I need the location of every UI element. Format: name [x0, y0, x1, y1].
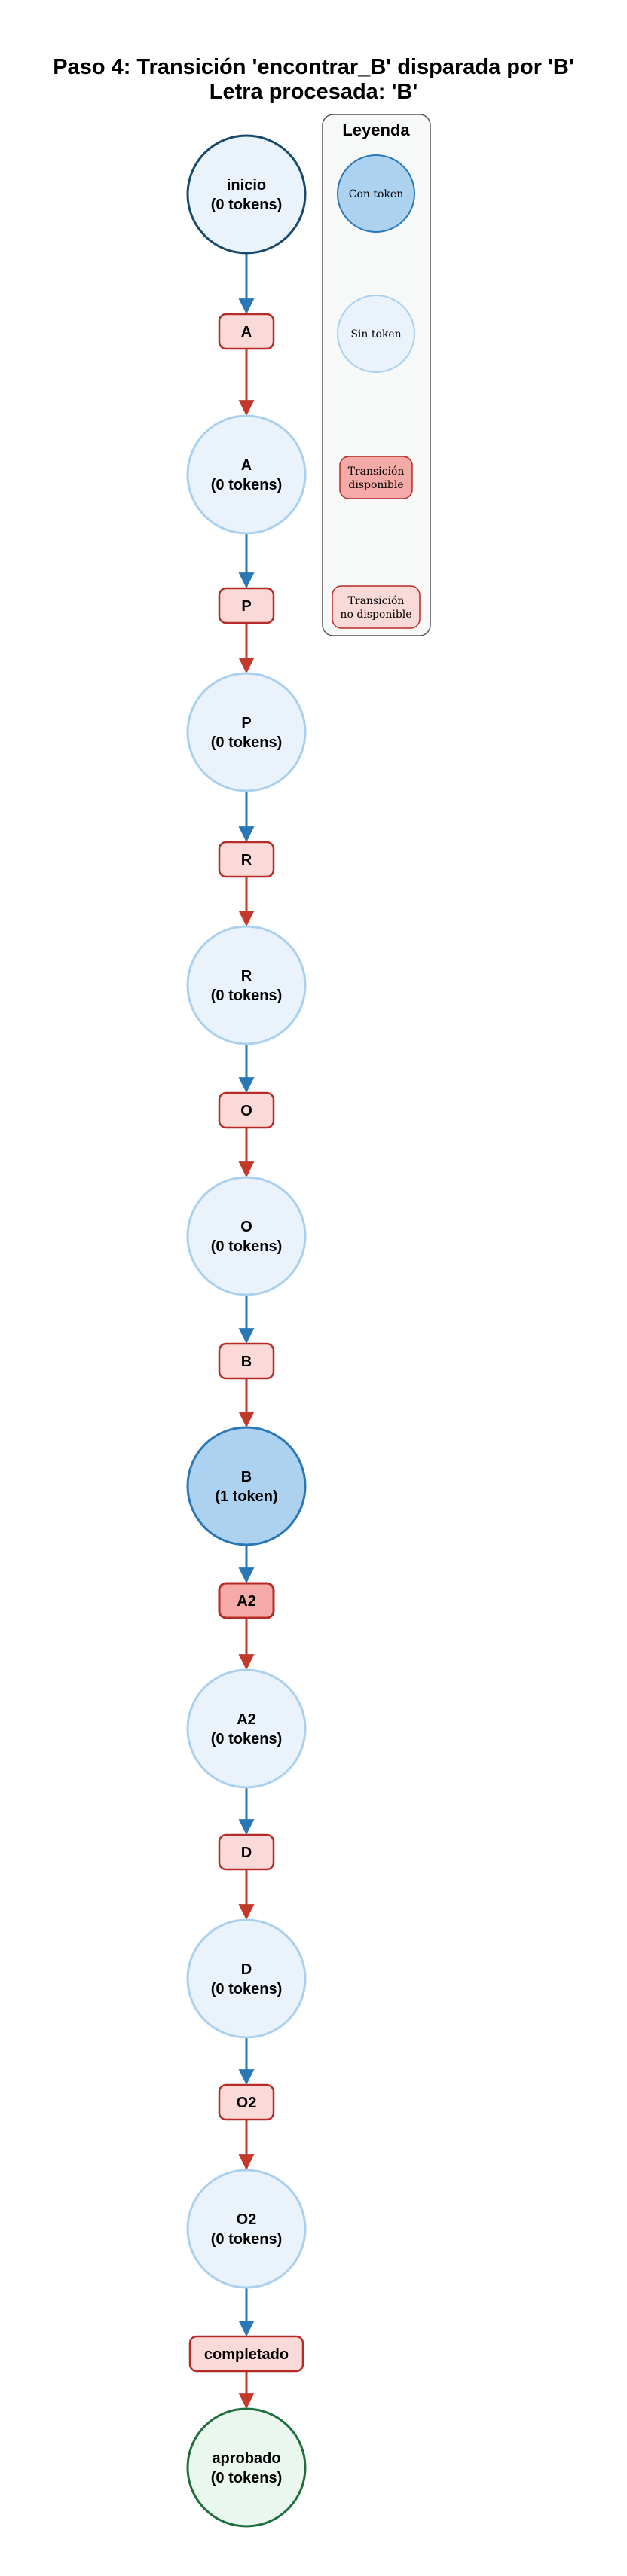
place-name: B [241, 1469, 252, 1485]
transition-A2: A2 [218, 1582, 275, 1619]
place-tokens: (0 tokens) [211, 1731, 282, 1747]
place-name: A [241, 457, 252, 474]
place-name: inicio [227, 177, 266, 194]
transition-label: D [241, 1845, 252, 1861]
legend-swatch-box [332, 585, 421, 629]
place-circle [186, 1426, 307, 1546]
place-tokens: (1 token) [215, 1488, 277, 1505]
transition-box [218, 313, 275, 350]
legend-swatch-circle [337, 295, 415, 373]
place-tokens: (0 tokens) [211, 987, 282, 1004]
transition-box [218, 587, 275, 624]
legend-item-transition: Transición no disponible [332, 585, 421, 629]
place-inicio: inicio (0 tokens) [186, 134, 307, 255]
transition-completado: completado [188, 2335, 304, 2373]
place-name: P [241, 715, 251, 731]
place-circle [186, 1668, 307, 1789]
diagram-title-line1: Paso 4: Transición 'encontrar_B' dispara… [53, 55, 574, 79]
transition-label: completado [204, 2346, 289, 2363]
transition-O2: O2 [218, 2083, 275, 2121]
diagram-title-line2: Letra procesada: 'B' [210, 80, 418, 104]
transition-label: R [241, 852, 252, 868]
place-circle [186, 414, 307, 535]
place-name: R [241, 968, 252, 984]
place-circle [186, 672, 307, 792]
place-tokens: (0 tokens) [211, 197, 282, 213]
place-circle [186, 1176, 307, 1296]
place-circle [186, 2407, 307, 2528]
place-O: O (0 tokens) [186, 1176, 307, 1296]
transition-box [218, 2083, 275, 2121]
place-O2: O2 (0 tokens) [186, 2169, 307, 2289]
transition-box [218, 841, 275, 878]
legend-item-text: Transición [348, 465, 405, 478]
legend-item-text: no disponible [340, 609, 411, 621]
place-P: P (0 tokens) [186, 672, 307, 792]
legend-item-text: Transición [348, 595, 405, 607]
transition-label: O [240, 1103, 252, 1119]
transition-label: B [241, 1354, 252, 1370]
place-D: D (0 tokens) [186, 1918, 307, 2039]
place-name: O [240, 1219, 252, 1235]
legend-swatch-circle [337, 154, 415, 233]
place-B: B (1 token) [186, 1426, 307, 1546]
transition-label: P [241, 598, 251, 615]
legend-item-text: Sin token [350, 328, 401, 340]
place-tokens: (0 tokens) [211, 2470, 282, 2486]
place-tokens: (0 tokens) [211, 734, 282, 751]
transition-A: A [218, 313, 275, 350]
place-tokens: (0 tokens) [211, 477, 282, 493]
places-layer: inicio (0 tokens) A (0 tokens) P (0 tokens) R (… [186, 134, 307, 2528]
transition-box [188, 2335, 304, 2373]
transition-D: D [218, 1833, 275, 1871]
place-R: R (0 tokens) [186, 925, 307, 1045]
place-tokens: (0 tokens) [211, 1238, 282, 1255]
place-aprobado: aprobado (0 tokens) [186, 2407, 307, 2528]
transition-P: P [218, 587, 275, 624]
place-A: A (0 tokens) [186, 414, 307, 535]
place-name: D [241, 1961, 252, 1978]
transition-box [218, 1342, 275, 1380]
transition-O: O [218, 1091, 275, 1129]
place-circle [186, 2169, 307, 2289]
transitions-layer: A P R O B A2D O2 completado [188, 313, 304, 2373]
place-circle [186, 134, 307, 255]
place-name: A2 [237, 1711, 256, 1728]
place-name: aprobado [212, 2450, 280, 2467]
place-circle [186, 925, 307, 1045]
legend-item-text: disponible [348, 479, 403, 491]
legend-item-empty: Sin token [337, 295, 415, 373]
place-A2: A2 (0 tokens) [186, 1668, 307, 1789]
transition-label: A2 [237, 1593, 256, 1610]
transition-R: R [218, 841, 275, 878]
transition-box [218, 1582, 275, 1619]
transition-B: B [218, 1342, 275, 1380]
place-circle [186, 1918, 307, 2039]
legend-swatch-box [339, 456, 413, 499]
place-tokens: (0 tokens) [211, 1981, 282, 1998]
legend-frame [322, 114, 431, 636]
transition-box [218, 1091, 275, 1129]
place-name: O2 [237, 2211, 257, 2228]
legend-item-text: Con token [349, 188, 403, 200]
legend-title: Leyenda [342, 121, 410, 139]
transition-box [218, 1833, 275, 1871]
legend-item-token: Con token [337, 154, 415, 233]
transition-label: A [241, 324, 252, 340]
place-tokens: (0 tokens) [211, 2231, 282, 2248]
transition-label: O2 [237, 2095, 257, 2111]
